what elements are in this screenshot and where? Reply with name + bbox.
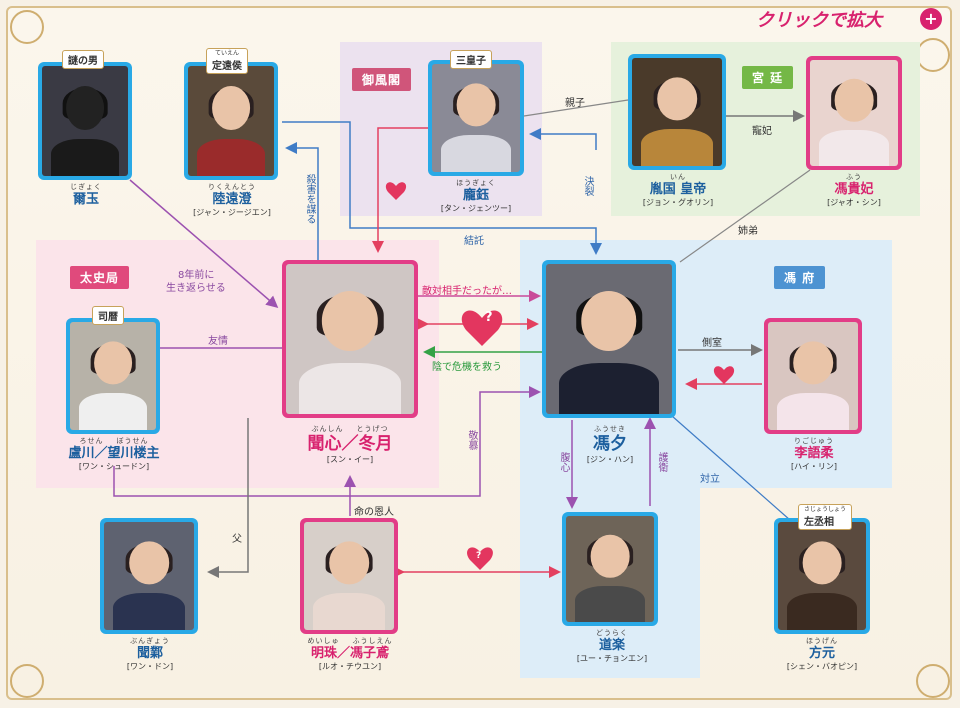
portrait-meishu bbox=[304, 522, 394, 630]
portrait-hero bbox=[546, 264, 672, 414]
caption-hou: ほうぎょく龐鈺[タン・ジェンツー] bbox=[440, 179, 512, 213]
card-meishu[interactable] bbox=[300, 518, 398, 634]
link-shimai bbox=[679, 169, 811, 263]
zoom-link[interactable]: クリックで拡大 bbox=[756, 10, 882, 31]
heart-icon bbox=[385, 182, 407, 200]
corner-ornament-icon bbox=[916, 664, 950, 698]
label-keibo: 敬慕 bbox=[466, 430, 477, 450]
caption-hero: ふうせき馮夕[ジン・ハン] bbox=[586, 425, 634, 464]
card-hougen[interactable] bbox=[774, 518, 870, 634]
label-goei: 護衛 bbox=[656, 452, 667, 472]
caption-shireki: ろせん ぼうせん盧川／望川楼主[ワン・シュードン] bbox=[68, 437, 160, 471]
group-label-gyofukaku: 御風閣 bbox=[352, 68, 412, 91]
label-oyako: 親子 bbox=[565, 98, 585, 109]
link-tairitsu bbox=[671, 415, 791, 521]
role-hou: 三皇子 bbox=[450, 50, 492, 69]
label-tairitsu: 対立 bbox=[700, 474, 720, 485]
caption-heroine: ぶんしん とうげつ聞心／冬月[スン・イー] bbox=[307, 425, 393, 464]
label-hachinen: 8年前に bbox=[178, 270, 215, 281]
caption-dorak: どうらく道楽[ユー・チョンエン] bbox=[576, 629, 648, 663]
role-shireki: 司暦 bbox=[92, 306, 124, 325]
card-dorak[interactable] bbox=[562, 512, 658, 626]
group-label-kyutei: 宮 廷 bbox=[742, 66, 794, 89]
portrait-hougen bbox=[778, 522, 866, 630]
portrait-heroine bbox=[286, 264, 414, 414]
zoom-plus-icon[interactable]: + bbox=[920, 8, 942, 30]
heart-icon bbox=[713, 366, 735, 384]
question-mark: ? bbox=[485, 310, 493, 325]
label-ikikaera: 生き返らせる bbox=[166, 283, 226, 294]
card-hero[interactable] bbox=[542, 260, 676, 418]
corner-ornament-icon bbox=[10, 10, 44, 44]
label-ketsutaku: 結託 bbox=[464, 236, 484, 247]
portrait-riku bbox=[188, 66, 274, 176]
label-chouhi: 寵妃 bbox=[752, 126, 772, 137]
link-ketsuretsu bbox=[529, 128, 597, 150]
link-oyako bbox=[523, 99, 629, 117]
label-kiki: 陰で危機を救う bbox=[432, 362, 502, 373]
question-heart-icon bbox=[461, 310, 503, 346]
link-love-hou bbox=[372, 127, 430, 253]
portrait-hou bbox=[432, 64, 520, 172]
link-hachinen bbox=[129, 179, 279, 308]
portrait-bunkaku bbox=[104, 522, 194, 630]
portrait-dorak bbox=[566, 516, 654, 622]
label-onjin: 命の恩人 bbox=[354, 507, 394, 518]
caption-nazo: じぎょく爾玉 bbox=[70, 183, 102, 207]
label-ketsuretsu: 決裂 bbox=[582, 176, 593, 196]
caption-bunkaku: ぶんぎょう聞鄴[ワン・ドン] bbox=[126, 637, 174, 671]
portrait-ri bbox=[768, 322, 858, 430]
link-chichi bbox=[207, 418, 249, 578]
caption-emperor: いん胤国 皇帝[ジョン・グオリン] bbox=[642, 173, 714, 207]
card-bunkaku[interactable] bbox=[100, 518, 198, 634]
portrait-emperor bbox=[632, 58, 722, 166]
label-sokushitsu: 側室 bbox=[702, 338, 722, 349]
label-tekitai: 敵対相手だったが… bbox=[422, 286, 512, 297]
role-riku: ていえん定遠侯 bbox=[206, 48, 248, 74]
caption-meishu: めいしゅ ふうしえん明珠／馮子鳶[ルオ・チウユン] bbox=[307, 637, 393, 671]
card-consort[interactable] bbox=[806, 56, 902, 170]
card-emperor[interactable] bbox=[628, 54, 726, 170]
caption-consort: ふう馮貴妃[ジャオ・シン] bbox=[827, 173, 881, 207]
question-heart-icon bbox=[467, 547, 493, 570]
label-satsugai: 殺害を謀る bbox=[304, 174, 315, 224]
link-satsugai bbox=[285, 142, 319, 262]
card-heroine[interactable] bbox=[282, 260, 418, 418]
caption-ri: りごじゅう李語柔[ハイ・リン] bbox=[790, 437, 838, 471]
card-hou[interactable] bbox=[428, 60, 524, 176]
portrait-shireki bbox=[70, 322, 156, 430]
label-fukushin: 腹心 bbox=[558, 452, 569, 472]
role-nazo: 謎の男 bbox=[62, 50, 104, 69]
link-keibo bbox=[113, 386, 541, 497]
group-label-fuufu: 馮 府 bbox=[774, 266, 826, 289]
label-shimai: 姉弟 bbox=[738, 226, 758, 237]
caption-riku: りくえんとう陸遠澄[ジャン・ジージエン] bbox=[193, 183, 271, 217]
card-ri[interactable] bbox=[764, 318, 862, 434]
card-nazo[interactable] bbox=[38, 62, 132, 180]
label-yuujou: 友情 bbox=[208, 336, 228, 347]
card-riku[interactable] bbox=[184, 62, 278, 180]
group-label-taishikyoku: 太史局 bbox=[70, 266, 130, 289]
portrait-consort bbox=[810, 60, 898, 166]
link-ketsutaku bbox=[282, 121, 602, 255]
card-shireki[interactable] bbox=[66, 318, 160, 434]
role-hougen: さじょうしょう左丞相 bbox=[798, 504, 853, 530]
corner-ornament-icon bbox=[10, 664, 44, 698]
question-mark: ? bbox=[476, 551, 482, 561]
caption-hougen: ほうげん方元[シェン・バオピン] bbox=[786, 637, 858, 671]
label-chichi: 父 bbox=[232, 534, 242, 545]
portrait-nazo bbox=[42, 66, 128, 176]
